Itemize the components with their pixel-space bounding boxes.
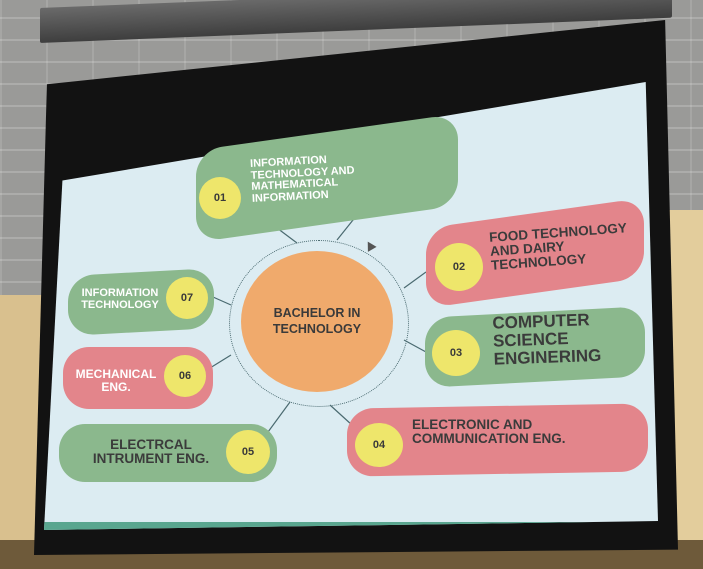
- item-01-badge: 01: [199, 177, 241, 219]
- item-05-label: ELECTRCAL INTRUMENT ENG.: [92, 437, 210, 467]
- center-dotted-ring: [229, 240, 409, 407]
- item-04-label: ELECTRONIC AND COMMUNICATION ENG.: [412, 417, 566, 447]
- item-03-label: COMPUTER SCIENCE ENGINERING: [492, 310, 602, 369]
- item-02-badge: 02: [435, 243, 483, 291]
- item-06-badge: 06: [164, 355, 206, 397]
- item-07-badge: 07: [166, 277, 208, 319]
- item-01-label: INFORMATION TECHNOLOGY AND MATHEMATICAL …: [249, 153, 355, 205]
- center-circle: BACHELOR IN TECHNOLOGY: [241, 251, 393, 392]
- center-label: BACHELOR IN TECHNOLOGY: [272, 305, 362, 336]
- item-05-badge: 05: [226, 430, 270, 474]
- item-06-label: MECHANICAL ENG.: [75, 367, 157, 394]
- item-04-badge: 04: [355, 423, 403, 467]
- item-07-label: INFORMATION TECHNOLOGY: [81, 287, 159, 311]
- item-03-badge: 03: [432, 330, 480, 376]
